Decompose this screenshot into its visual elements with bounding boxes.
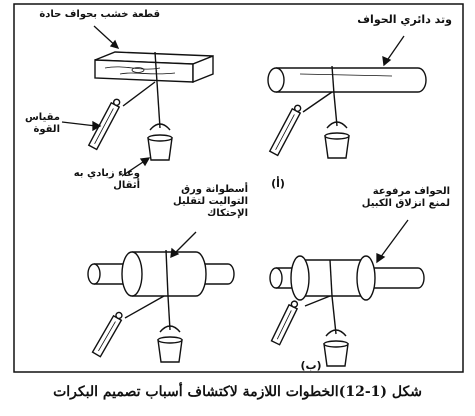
figure-frame — [13, 3, 464, 373]
roller-setup — [87, 249, 235, 363]
label-toilet-roll: أسطوانة ورق التواليت لتقليل الإحتكاك — [173, 184, 248, 219]
round-peg-setup — [267, 65, 427, 159]
label-force-gauge: مقياس القوة — [24, 112, 60, 135]
label-raised-edges: الحواف مرفوعة لمنع انزلاق الكبيل — [361, 186, 450, 209]
label-panel-a: (أ) — [271, 177, 285, 190]
raised-edge-spool-setup — [269, 255, 425, 367]
figure-caption: شكل (1-12)الخطوات اللازمة لاكتشاف أسباب … — [53, 384, 422, 400]
label-panel-b: (ب) — [300, 359, 322, 372]
wood-block-setup — [87, 51, 214, 161]
label-round-peg: وتد دائري الحواف — [357, 13, 452, 26]
leader-arrows — [61, 25, 409, 264]
label-wood-block: قطعة خشب بحواف حادة — [39, 9, 160, 20]
label-yogurt-bucket: وعاء زبادي به أثقال — [73, 168, 140, 191]
